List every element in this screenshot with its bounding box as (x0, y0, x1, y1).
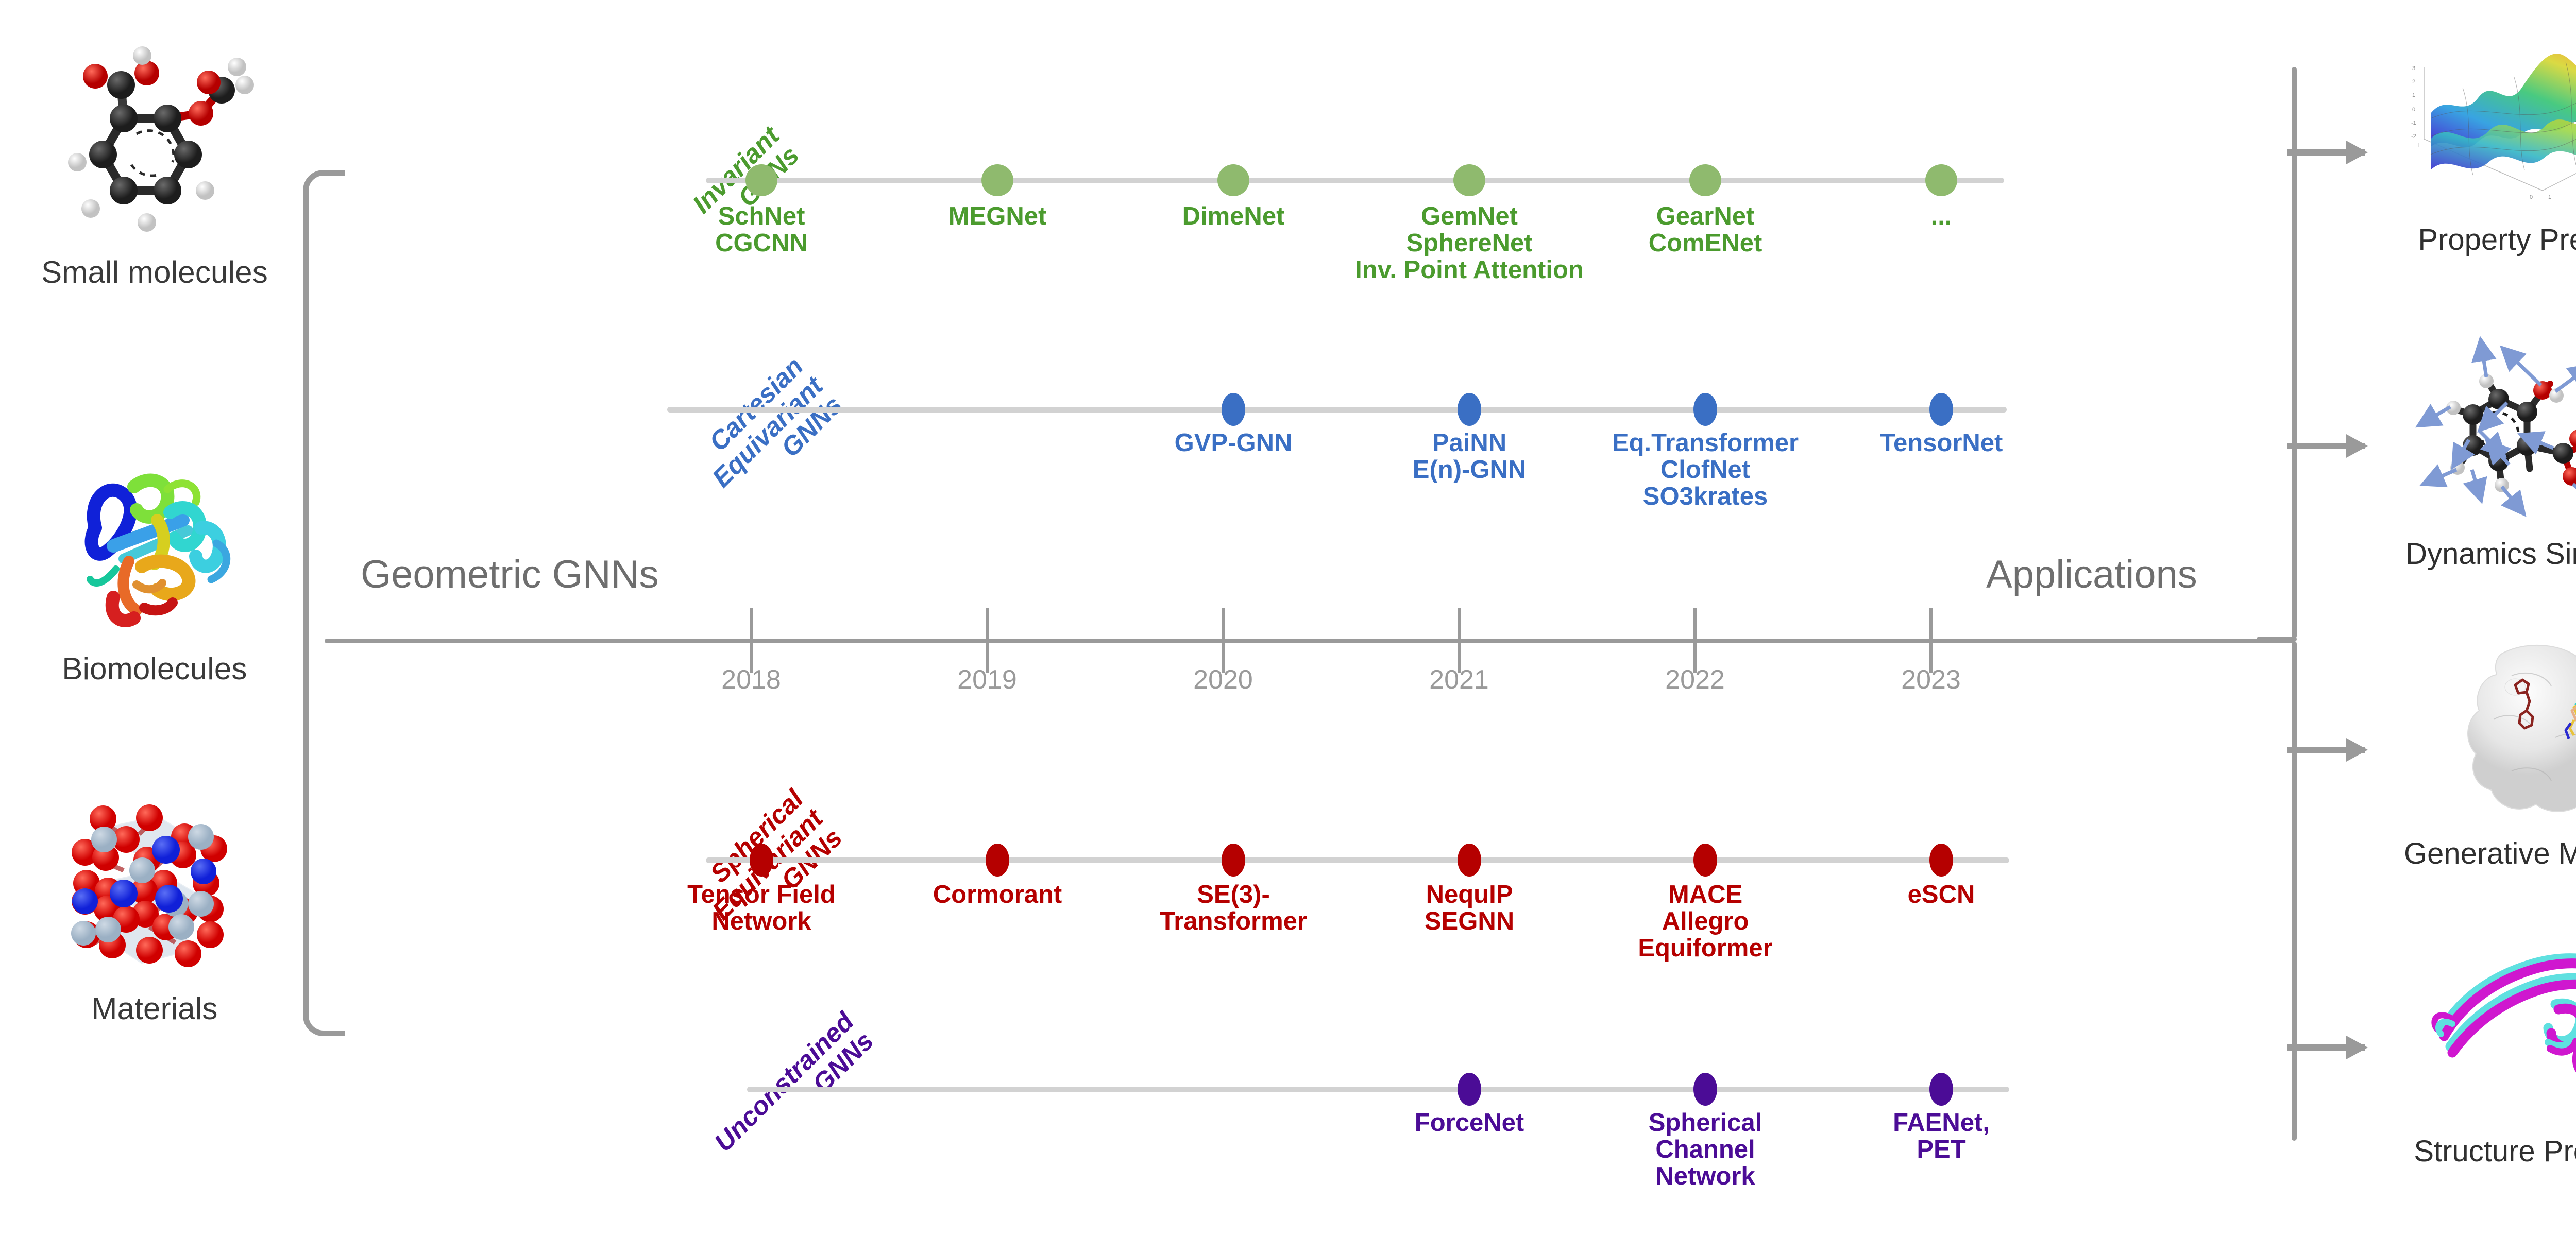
svg-text:0: 0 (2412, 107, 2415, 113)
application-card-generative-modelling: Generative Modelling (2287, 629, 2576, 871)
arrow-icon (2287, 738, 2368, 762)
timeline-node[interactable] (1693, 844, 1717, 877)
entry-labels: NequIP SEGNN (1424, 881, 1515, 935)
timeline-node[interactable] (1693, 1073, 1717, 1106)
domain-label: Materials (91, 991, 218, 1026)
arrow-icon (2287, 434, 2368, 458)
svg-text:1: 1 (2417, 143, 2420, 149)
molecule-forces-icon (2401, 330, 2576, 536)
timeline-node[interactable] (986, 844, 1009, 877)
domain-card-biomolecules: Biomolecules (0, 433, 309, 686)
timeline-node[interactable] (1222, 844, 1245, 877)
entry-labels: GVP-GNN (1174, 429, 1293, 457)
year-tick-2022 (1693, 608, 1697, 673)
year-tick-2021 (1458, 608, 1461, 673)
svg-text:1: 1 (2412, 92, 2415, 98)
year-tick-2020 (1222, 608, 1225, 673)
year-tick-2023 (1929, 608, 1933, 673)
entry-labels: eSCN (1907, 881, 1975, 908)
application-label: Structure Prediction (2414, 1135, 2576, 1168)
aspirin-molecule-icon (46, 36, 263, 252)
timeline-node[interactable] (1217, 164, 1249, 196)
year-tick-2019 (986, 608, 989, 673)
application-label: Generative Modelling (2403, 837, 2576, 870)
svg-text:-1: -1 (2411, 120, 2416, 126)
applications-column: 321 0-1-2 101 0 Property Predict (2287, 0, 2576, 1253)
entry-labels: SE(3)- Transformer (1160, 881, 1307, 935)
timeline-node[interactable] (1693, 393, 1717, 426)
year-label-2022: 2022 (1665, 665, 1725, 695)
protein-ribbon-icon (46, 433, 263, 649)
domain-card-materials: Materials (0, 773, 309, 1026)
input-domain-column: Small molecules (0, 0, 319, 1253)
application-card-structure-prediction: Structure Prediction (2287, 927, 2576, 1169)
svg-text:2: 2 (2412, 79, 2415, 85)
timeline-node[interactable] (1458, 844, 1481, 877)
row-line-unconstrained (747, 1087, 2009, 1092)
category-label-cartesian-equivariant-gnns: Cartesian Equivariant GNNs (703, 351, 848, 493)
timeline-node[interactable] (1925, 164, 1957, 196)
svg-text:1: 1 (2548, 194, 2551, 200)
entry-labels: MEGNet (948, 202, 1047, 230)
year-tick-2018 (750, 608, 753, 673)
year-label-2021: 2021 (1429, 665, 1489, 695)
entry-labels: SchNet CGCNN (715, 202, 808, 257)
application-label: Dynamics Simulation (2405, 537, 2576, 571)
entry-labels: Tensor Field Network (687, 881, 836, 935)
protein-alignment-icon (2401, 927, 2576, 1133)
entry-labels: ... (1930, 202, 1952, 230)
timeline-node[interactable] (1929, 1073, 1953, 1106)
domain-label: Small molecules (41, 255, 268, 289)
right-bracket-upper-spine (2292, 67, 2297, 639)
year-label-2020: 2020 (1193, 665, 1253, 695)
year-label-2018: 2018 (721, 665, 781, 695)
surface-plot-icon: 321 0-1-2 101 0 (2401, 15, 2576, 221)
application-label: Property Prediction (2418, 223, 2576, 256)
right-bracket-lower-spine (2292, 641, 2297, 1141)
entry-labels: Eq.Transformer ClofNet SO3krates (1612, 429, 1799, 510)
timeline-axis (325, 639, 2293, 643)
entry-labels: FAENet, PET (1893, 1109, 1990, 1163)
timeline-node[interactable] (745, 164, 777, 196)
entry-labels: Cormorant (933, 881, 1062, 908)
timeline-node[interactable] (750, 844, 773, 877)
timeline-node[interactable] (1458, 1073, 1481, 1106)
timeline-node[interactable] (1453, 164, 1485, 196)
row-line-cartesian (667, 407, 2007, 413)
year-label-2019: 2019 (957, 665, 1017, 695)
row-line-invariant (706, 178, 2004, 183)
arrow-icon (2287, 141, 2368, 164)
row-line-spherical (706, 857, 2009, 863)
entry-labels: GearNet ComENet (1648, 202, 1762, 257)
svg-text:3: 3 (2412, 65, 2415, 72)
svg-text:-2: -2 (2411, 133, 2416, 140)
application-card-property-prediction: 321 0-1-2 101 0 Property Predict (2287, 15, 2576, 257)
axis-right-title: Applications (1986, 553, 2197, 596)
right-bracket-stem (2257, 637, 2297, 642)
timeline-node[interactable] (1929, 844, 1953, 877)
domain-card-small-molecules: Small molecules (0, 36, 309, 290)
protein-pocket-ligand-icon (2401, 629, 2576, 835)
entry-labels: ForceNet (1414, 1109, 1524, 1137)
timeline-node[interactable] (1689, 164, 1721, 196)
entry-labels: MACE Allegro Equiformer (1638, 881, 1773, 962)
left-bracket (303, 170, 345, 1036)
entry-labels: DimeNet (1182, 202, 1285, 230)
domain-label: Biomolecules (62, 651, 247, 686)
entry-labels: GemNet SphereNet Inv. Point Attention (1355, 202, 1584, 284)
entry-labels: TensorNet (1879, 429, 2003, 457)
entry-labels: Spherical Channel Network (1648, 1109, 1762, 1190)
timeline-node[interactable] (981, 164, 1013, 196)
timeline-node[interactable] (1458, 393, 1481, 426)
application-card-dynamics-simulation: Dynamics Simulation (2287, 330, 2576, 571)
axis-left-title: Geometric GNNs (361, 553, 659, 596)
year-label-2023: 2023 (1901, 665, 1961, 695)
timeline-node[interactable] (1929, 393, 1953, 426)
timeline-node[interactable] (1222, 393, 1245, 426)
entry-labels: PaiNN E(n)-GNN (1412, 429, 1527, 484)
svg-text:0: 0 (2530, 194, 2533, 200)
crystal-lattice-icon (46, 773, 263, 989)
arrow-icon (2287, 1036, 2368, 1059)
